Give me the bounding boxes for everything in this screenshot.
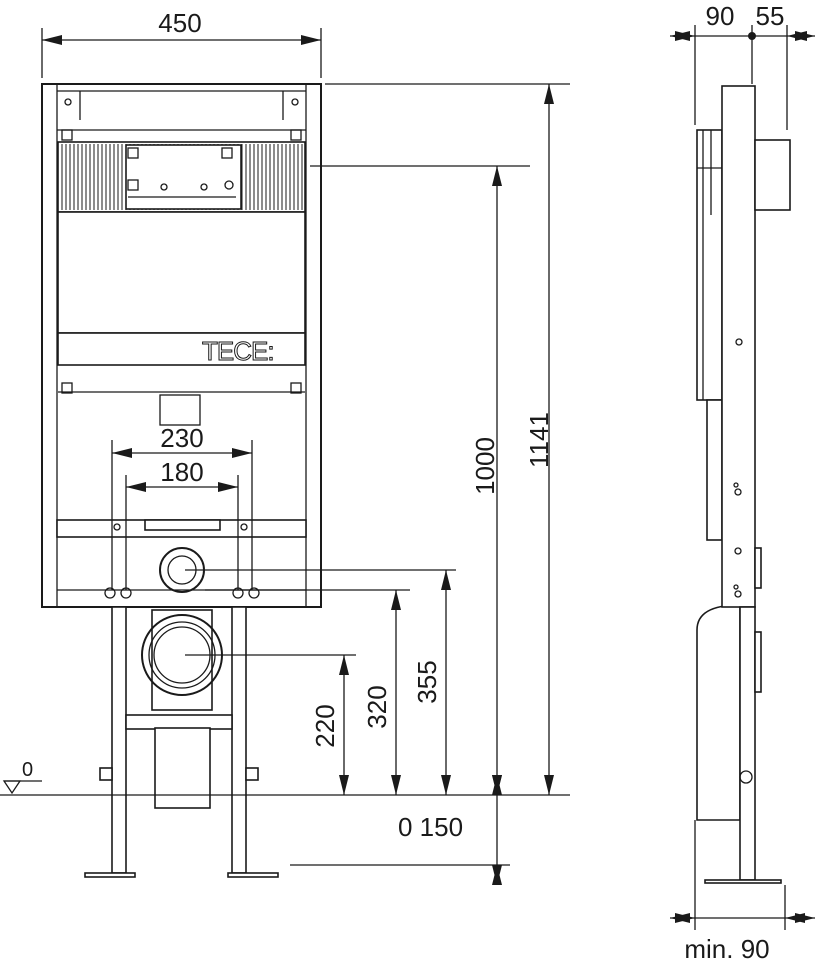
dim-90: 90 (706, 1, 735, 31)
floor-level-label: 0 (22, 759, 33, 781)
floor-level-marker: 0 (2, 759, 42, 795)
dim-min-90: min. 90 (684, 934, 769, 964)
dim-1000: 1000 (470, 437, 500, 495)
frame-outline (41, 83, 322, 608)
cistern: TECE: (57, 129, 306, 394)
dimension-pipe-spacing: 230 180 (112, 423, 252, 492)
dim-450: 450 (158, 8, 201, 38)
side-view (696, 85, 791, 884)
dim-0-150: 0 150 (398, 812, 463, 842)
dim-355: 355 (412, 660, 442, 703)
dim-220: 220 (310, 704, 340, 747)
side-dimensions: 90 55 min. 90 (670, 1, 815, 964)
tece-logo: TECE: (202, 336, 274, 366)
dim-180: 180 (160, 457, 203, 487)
dim-1141: 1141 (524, 412, 554, 468)
dimension-heights: 1141 1000 355 320 220 0 150 (310, 84, 554, 885)
dimension-width: 450 (42, 8, 321, 45)
drain-elbow (141, 609, 223, 809)
legs (84, 606, 279, 878)
side-frame (721, 85, 756, 608)
dim-55: 55 (756, 1, 785, 31)
dim-230: 230 (160, 423, 203, 453)
side-cistern (696, 129, 723, 401)
front-view: TECE: (41, 83, 322, 878)
dim-320: 320 (362, 685, 392, 728)
